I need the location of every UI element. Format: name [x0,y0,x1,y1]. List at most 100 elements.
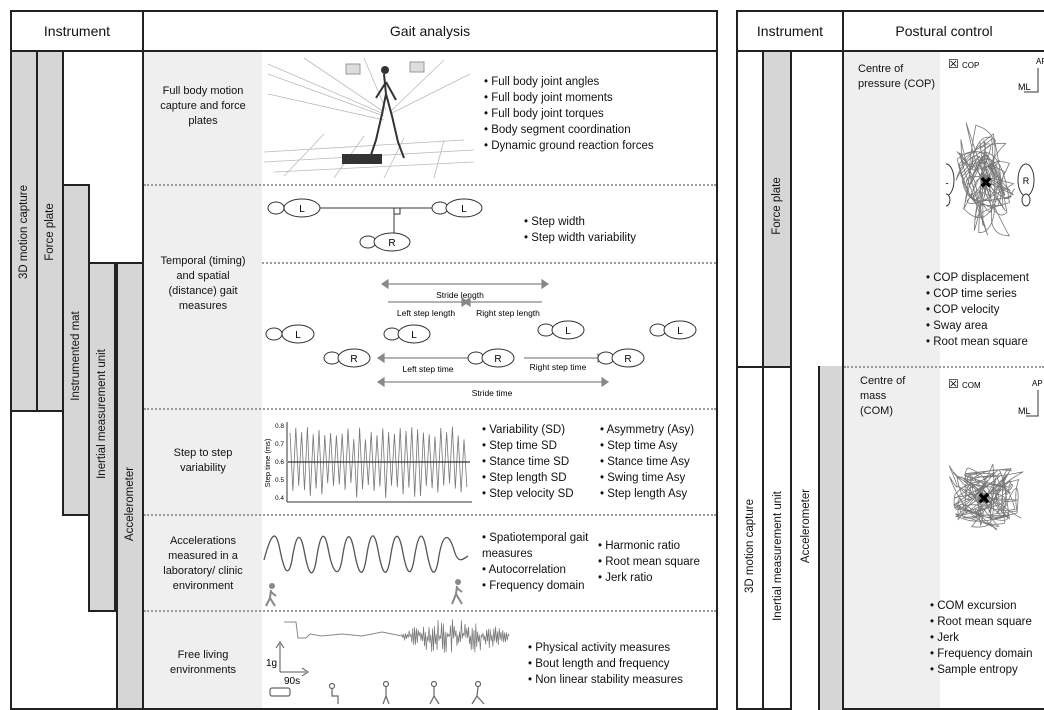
full-body-outcomes: Full body joint angles Full body joint m… [484,74,714,154]
row-separator [844,366,1044,368]
outcome-item: Jerk [930,630,1044,646]
outcome-item: Full body joint torques [484,106,714,122]
y-tick-label: 0.4 [275,495,284,502]
postural-label-column [844,52,940,708]
left-step-time-label: Left step time [402,364,453,374]
outcome-item: COM excursion [930,598,1044,614]
com-ap-label: AP [1032,379,1043,388]
foot-R-label: R [624,354,631,365]
cop-sway-path [955,122,1015,237]
walker-icon [265,579,463,607]
bar-right-accelerometer: Accelerometer [792,366,820,710]
outcome-item: Step width [524,214,704,230]
cop-foot-R: R [1023,176,1030,186]
bar-instrumented-mat-label: Instrumented mat [70,311,82,401]
foot-L-label: L [677,326,683,337]
cop-ml-label: ML [1018,82,1031,92]
bar-right-force-plate-label: Force plate [771,177,783,235]
com-marker-icon: ☒ [948,377,959,391]
y-tick-label: 0.8 [275,423,284,430]
com-centre-icon: ✖ [977,491,990,508]
outcome-item: Full body joint moments [484,90,714,106]
bar-accelerometer: Accelerometer [116,262,144,710]
com-label: Centre of mass (COM) [860,375,906,417]
step-width-outcomes: Step width Step width variability [524,214,704,246]
outcome-item: Sway area [926,318,1044,334]
lab-acceleration-outcomes: Spatiotemporal gait measures Autocorrela… [482,530,598,594]
left-step-length-label: Left step length [397,308,455,318]
outcome-item: Frequency domain [482,578,598,594]
acceleration-trace [263,535,469,574]
postural-instrument-divider [842,10,844,710]
outcome-item: Full body joint angles [484,74,714,90]
bar-right-motion-capture-label: 3D motion capture [744,499,756,593]
free-living-outcomes: Physical activity measures Bout length a… [528,640,716,688]
postural-header-analysis: Postural control [895,23,993,39]
row-label-step-variability: Step to step variability [173,447,233,474]
outcome-item: Autocorrelation [482,562,598,578]
outcome-item: Bout length and frequency [528,656,716,672]
row-separator [144,184,716,186]
row-label-temporal-spatial: Temporal (timing) and spatial (distance)… [160,255,246,312]
foot-L-label: L [411,330,417,341]
y-tick-label: 0.6 [275,459,284,466]
stride-time-label: Stride time [472,388,513,398]
bar-force-plate-label: Force plate [44,203,56,261]
row-separator [144,408,716,410]
variability-outcomes: Variability (SD) Step time SD Stance tim… [482,422,600,502]
bar-3d-motion-capture: 3D motion capture [10,50,38,412]
cop-diagram: ☒ COP ML AP L R ✖ [946,57,1044,237]
outcome-item: Stance time SD [482,454,600,470]
outcome-item: Body segment coordination [484,122,714,138]
outcome-item: Step length SD [482,470,600,486]
com-outcomes: COM excursion Root mean square Jerk Freq… [930,598,1044,678]
com-sway-path [948,464,1024,531]
outcome-item: Root mean square [598,554,716,570]
cop-centre-icon: ✖ [979,175,992,192]
outcome-item: Jerk ratio [598,570,716,586]
row-separator [262,262,716,264]
outcome-item: Swing time Asy [600,470,716,486]
lab-acceleration-outcomes-b: Harmonic ratio Root mean square Jerk rat… [598,538,716,586]
foot-L-label: L [565,326,571,337]
bar-3d-motion-capture-label: 3D motion capture [18,185,30,279]
outcome-item: Step time Asy [600,438,716,454]
foot-R-label: R [494,354,501,365]
bar-force-plate: Force plate [36,50,64,412]
outcome-item: Spatiotemporal gait measures [482,530,598,562]
foot-L-label: L [295,330,301,341]
cop-outcomes: COP displacement COP time series COP vel… [926,270,1044,350]
acceleration-signal [263,535,469,607]
stride-length-label: Stride length [436,290,484,300]
bar-imu-label: Inertial measurement unit [96,349,108,479]
scale-y-label: 1g [266,658,277,669]
gait-header-divider [10,50,718,52]
foot-R-label: R [350,354,357,365]
gait-header-instrument: Instrument [43,23,111,39]
outcome-item: Step length Asy [600,486,716,502]
row-separator [144,514,716,516]
bar-right-motion-capture: 3D motion capture [736,366,764,710]
outcome-item: Frequency domain [930,646,1044,662]
row-label-free-living: Free living environments [169,649,237,676]
outcome-item: Non linear stability measures [528,672,716,688]
outcome-item: Dynamic ground reaction forces [484,138,714,154]
outcome-item: COP time series [926,286,1044,302]
gait-header-analysis: Gait analysis [389,23,471,39]
bar-right-imu: Inertial measurement unit [764,366,792,710]
outcome-item: COP displacement [926,270,1044,286]
cop-foot-L: L [946,176,949,186]
row-label-full-body: Full body motion capture and force plate… [160,85,246,127]
outcome-item: Step width variability [524,230,704,246]
outcome-item: COP velocity [926,302,1044,318]
step-width-diagram: L L R [267,198,483,252]
outcome-item: Root mean square [926,334,1044,350]
postural-header-divider [736,50,1044,52]
scale-x-label: 90s [284,676,300,687]
outcome-item: Step velocity SD [482,486,600,502]
cop-ap-label: AP [1036,57,1044,66]
step-time-chart: Step time (ms) 0.8 0.7 0.6 0.5 0.4 [263,422,472,503]
foot-L-label: L [461,204,467,215]
bar-accelerometer-label: Accelerometer [124,466,136,542]
cop-marker-icon: ☒ [948,57,959,71]
